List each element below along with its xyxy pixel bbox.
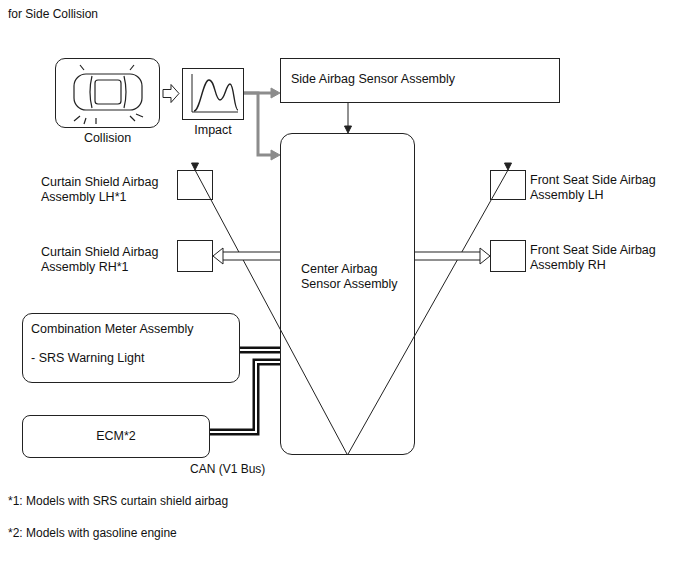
connector: [210, 362, 280, 432]
impact-graph: [192, 74, 238, 112]
arrow-head: [192, 163, 199, 170]
airbag-box: Curtain Shield Airbag Assembly LH*1: [177, 170, 213, 200]
connector-line: [223, 252, 280, 261]
connector-line: [210, 362, 280, 432]
ecu-box: Center Airbag Sensor Assembly: [280, 133, 415, 455]
arrow-head: [213, 248, 223, 264]
node-label: Curtain Shield Airbag Assembly LH*1: [41, 175, 174, 205]
arrow-head: [480, 248, 490, 264]
connector-line: [223, 253, 280, 260]
diagram-title: for Side Collision: [8, 7, 98, 21]
connector: [244, 93, 273, 155]
connector: [415, 256, 480, 257]
meter-box: Combination Meter Assembly - SRS Warning …: [22, 313, 240, 383]
connector: [348, 103, 349, 127]
footnote: *1: Models with SRS curtain shield airba…: [8, 494, 228, 508]
arrow-head: [505, 163, 512, 170]
car-illustration: [74, 65, 143, 124]
footnote: *2: Models with gasoline engine: [8, 526, 177, 540]
airbag-box: Front Seat Side Airbag Assembly RH: [490, 240, 526, 272]
arrow-head: [345, 126, 352, 133]
node-label: Combination Meter Assembly: [31, 322, 231, 337]
connector-line: [348, 170, 509, 455]
node-label: Front Seat Side Airbag Assembly LH: [530, 173, 680, 203]
connector-line: [415, 252, 480, 261]
connector-line: [348, 103, 349, 127]
node-label: Curtain Shield Airbag Assembly RH*1: [41, 245, 174, 275]
airbag-box: Curtain Shield Airbag Assembly RH*1: [177, 240, 213, 272]
block-arrow: [163, 85, 179, 103]
connector-line: [244, 93, 273, 155]
arrow-head: [271, 150, 280, 160]
connector-line: [240, 349, 280, 351]
connector-line: [415, 253, 480, 260]
node-label: Center Airbag Sensor Assembly: [301, 262, 407, 292]
node-label: Collision: [84, 131, 131, 146]
arrow-head: [271, 88, 280, 98]
node-label: ECM*2: [31, 429, 201, 444]
node-label: Side Airbag Sensor Assembly: [291, 72, 549, 87]
node-label: - SRS Warning Light: [31, 351, 231, 366]
sensor-box: Side Airbag Sensor Assembly: [280, 58, 560, 103]
ecm-box: ECM*2: [22, 415, 210, 458]
connector: [223, 256, 280, 257]
connector-line: [210, 362, 280, 432]
node-label: Front Seat Side Airbag Assembly RH: [530, 243, 680, 273]
bus-label: CAN (V1 Bus): [190, 462, 265, 476]
collision-box: Collision: [55, 58, 160, 128]
node-label: Impact: [194, 123, 232, 138]
connector-line: [240, 347, 280, 354]
airbag-box: Front Seat Side Airbag Assembly LH: [490, 170, 526, 200]
connector: [348, 170, 509, 455]
impact-box: Impact: [182, 68, 244, 120]
connector: [240, 350, 280, 351]
